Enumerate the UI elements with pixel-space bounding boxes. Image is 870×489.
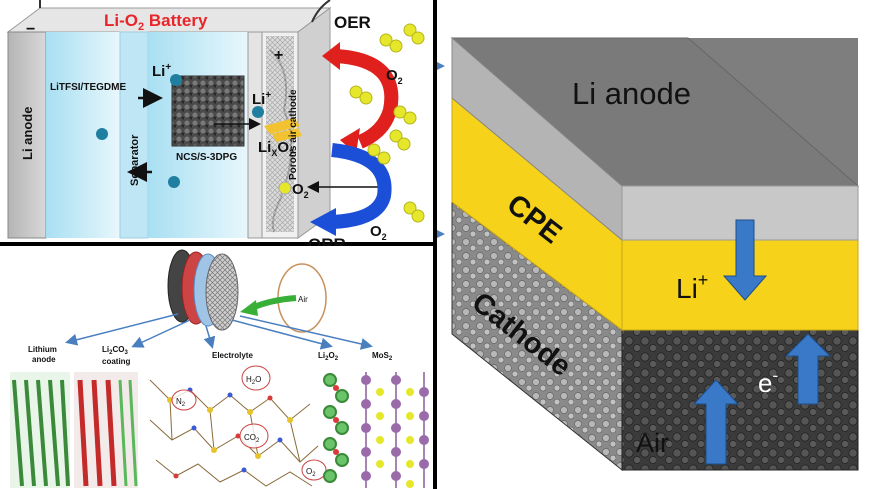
- o2-label-2: O2: [292, 181, 309, 200]
- li-ion-arrow: [722, 219, 768, 301]
- plus-terminal: +: [274, 47, 283, 64]
- anode-label-top: Li anode: [20, 107, 35, 160]
- li2o2-label: Li2O2: [318, 351, 339, 362]
- panel-cell-layers: Li anode CPE Cathode Li+ e- Air: [437, 0, 870, 489]
- lithium-anode-label-2: anode: [32, 355, 56, 364]
- n2-label: N2: [176, 397, 186, 408]
- o2-label-1: O2: [386, 67, 403, 86]
- o2-label-bottom: O2: [306, 467, 316, 478]
- co2-label: CO2: [244, 433, 260, 444]
- li2co3-coating-atoms: [74, 372, 138, 488]
- air-arrow: [692, 379, 740, 465]
- lithium-anode-atoms: [10, 372, 70, 488]
- separator-label: Separator: [129, 134, 141, 186]
- panel-li-o2-battery: Li-O2 Battery − + OER ORR LiTFSI/TEGDME …: [0, 0, 433, 254]
- o2-label-3: O2: [370, 223, 387, 242]
- o2-molecules-top: [349, 23, 425, 223]
- electrolyte-label-bottom: Electrolyte: [212, 351, 253, 360]
- lixo2-label: LiXO2: [258, 139, 294, 158]
- electrolyte-label: LiTFSI/TEGDME: [50, 82, 126, 93]
- battery-title: Li-O2 Battery: [104, 11, 208, 33]
- li-ion-label-2: Li+: [252, 90, 271, 108]
- h2o-label: H2O: [246, 375, 261, 386]
- li2o2-atoms: [323, 373, 349, 483]
- minus-terminal: −: [26, 21, 35, 38]
- li-ion-label-1: Li+: [152, 62, 171, 80]
- panel-solid-state-structure: Air Lithium anode Li2CO3 coating Electro…: [0, 246, 433, 489]
- air-label-right: Air: [636, 428, 669, 458]
- li2co3-label: Li2CO3: [102, 345, 128, 356]
- li-anode-label: Li anode: [572, 76, 691, 111]
- oer-label: OER: [334, 13, 371, 32]
- porous-cathode-label: Porous air cathode: [288, 89, 299, 180]
- electron-arrow: [784, 333, 832, 405]
- li-ion-label-right: Li+: [676, 270, 708, 304]
- air-label-small: Air: [298, 295, 308, 304]
- mos2-label: MoS2: [372, 351, 393, 362]
- lithium-anode-label-1: Lithium: [28, 345, 57, 354]
- electron-label: e-: [758, 366, 778, 398]
- mos2-atoms: [361, 372, 429, 488]
- coating-label: coating: [102, 357, 131, 366]
- catalyst-label: NCS/S-3DPG: [176, 152, 237, 163]
